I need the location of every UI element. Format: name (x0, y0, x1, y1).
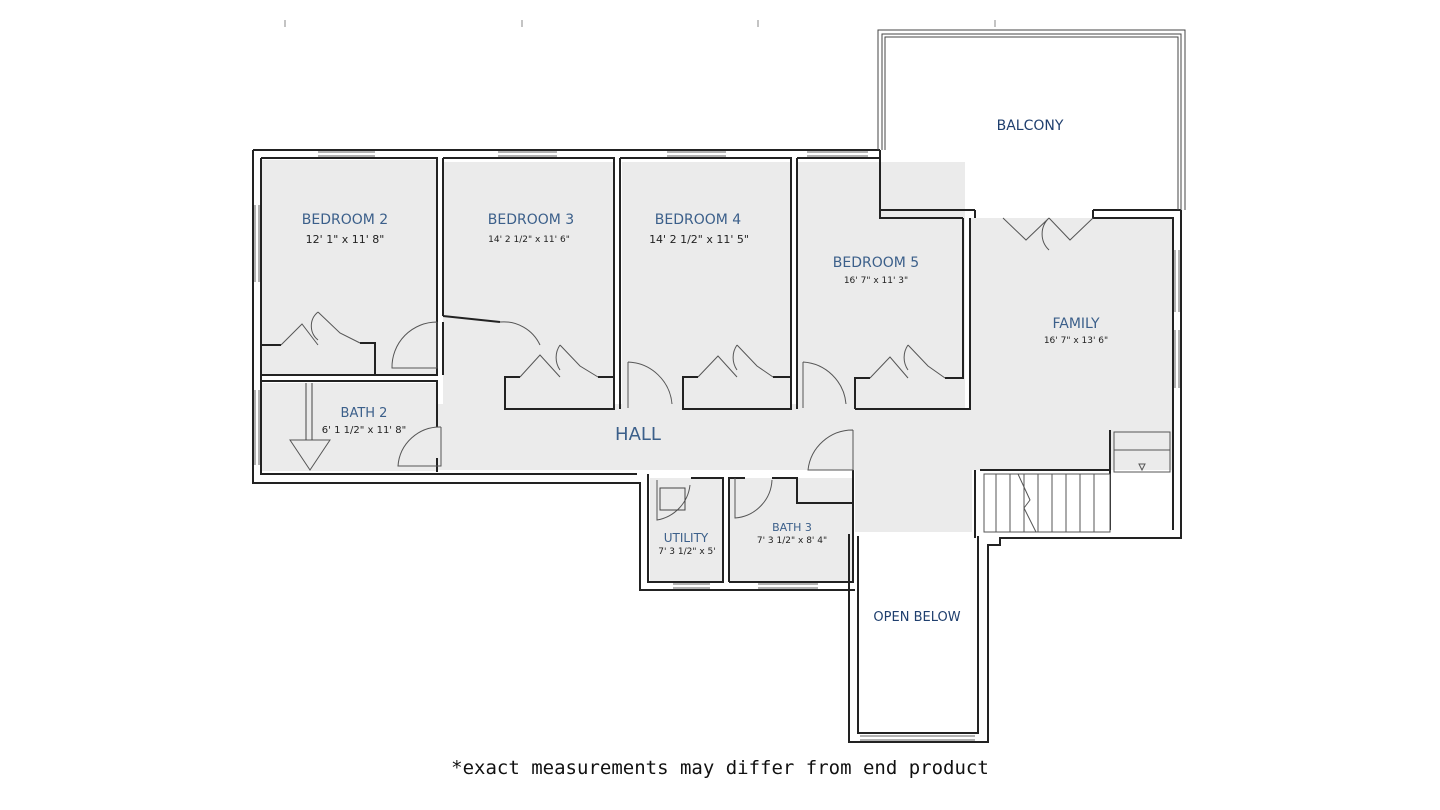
bedroom-2-dims: 12' 1" x 11' 8" (306, 233, 385, 246)
room-labels: BALCONY BEDROOM 2 12' 1" x 11' 8" BEDROO… (302, 118, 1108, 625)
bedroom-5-label: BEDROOM 5 (833, 255, 919, 271)
bath-2-dims: 6' 1 1/2" x 11' 8" (322, 425, 406, 436)
balcony-label: BALCONY (997, 118, 1064, 134)
utility-dims: 7' 3 1/2" x 5' (658, 547, 716, 557)
outer-walls (252, 149, 1182, 743)
interior-walls (261, 157, 1111, 583)
bedroom-3-label: BEDROOM 3 (488, 212, 574, 228)
bath-2-label: BATH 2 (341, 406, 388, 421)
bedroom-3-dims: 14' 2 1/2" x 11' 6" (488, 235, 570, 245)
stairs (983, 431, 1171, 533)
family-dims: 16' 7" x 13' 6" (1044, 336, 1108, 346)
family-label: FAMILY (1052, 316, 1099, 332)
bedroom-5-dims: 16' 7" x 11' 3" (844, 276, 908, 286)
top-ticks (284, 20, 996, 27)
bath-3-dims: 7' 3 1/2" x 8' 4" (757, 536, 827, 546)
floor-fills (262, 160, 1172, 582)
door-swings (280, 217, 1094, 521)
balcony-railing (877, 29, 1186, 210)
windows (254, 151, 1180, 741)
utility-label: UTILITY (664, 531, 709, 545)
bath-3-label: BATH 3 (772, 521, 812, 534)
measurement-footnote: *exact measurements may differ from end … (451, 757, 989, 779)
bedroom-4-label: BEDROOM 4 (655, 212, 742, 228)
bedroom-4-dims: 14' 2 1/2" x 11' 5" (649, 233, 749, 246)
open-below-label: OPEN BELOW (873, 610, 960, 625)
bedroom-2-label: BEDROOM 2 (302, 212, 388, 228)
hall-label: HALL (615, 424, 661, 445)
